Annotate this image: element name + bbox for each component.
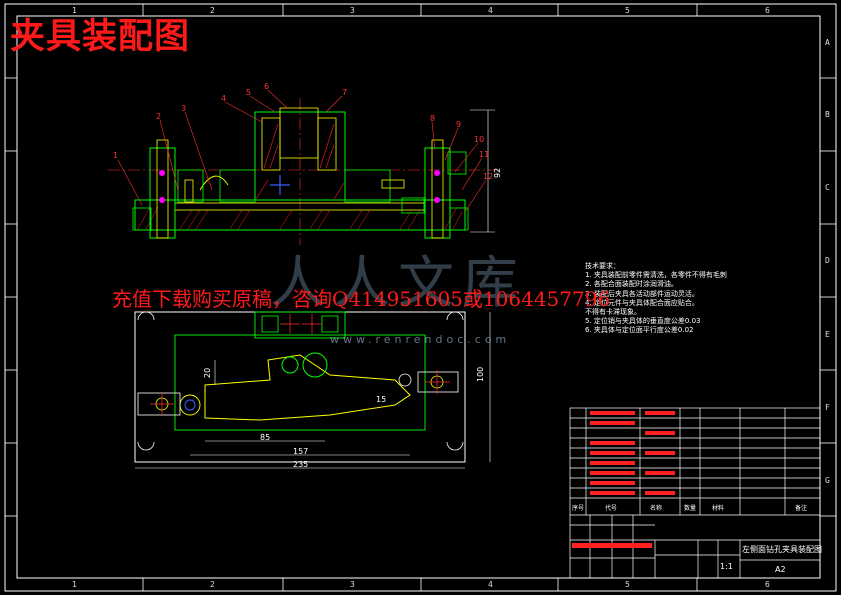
notes-item-2: 2. 各配合面装配时涂润滑油。 [585, 280, 678, 289]
bom-header-no: 序号 [572, 505, 585, 512]
part-number-9: 9 [456, 120, 462, 129]
zone-col-1: 1 [72, 6, 77, 15]
zone-col-6-bottom: 6 [765, 580, 770, 589]
dimension-85: 85 [260, 433, 271, 442]
dimension-20: 20 [203, 367, 212, 378]
notes-item-7: 6. 夹具体与定位面平行度公差0.02 [585, 326, 694, 335]
technical-requirements: 技术要求： 1. 夹具装配前零件需清洗，各零件不得有毛刺 2. 各配合面装配时涂… [585, 262, 727, 336]
top-view [134, 311, 491, 469]
zone-row-b: B [825, 110, 830, 119]
zone-row-g: G [825, 476, 830, 485]
part-number-2: 2 [156, 112, 162, 121]
dimension-235: 235 [293, 460, 309, 469]
dimension-157: 157 [293, 447, 309, 456]
zone-row-f: F [825, 403, 830, 412]
notes-item-6: 5. 定位销与夹具体的垂直度公差0.03 [585, 317, 701, 326]
part-number-5: 5 [246, 88, 252, 97]
bom-header-name: 名称 [650, 505, 663, 512]
zone-col-3: 3 [350, 6, 355, 15]
zone-row-e: E [825, 330, 830, 339]
zone-col-2-bottom: 2 [210, 580, 215, 589]
drawing-name: 左侧面钻孔夹具装配图 [742, 545, 822, 554]
part-number-6: 6 [264, 82, 270, 91]
notes-item-5: 不得有卡滞现象。 [585, 308, 641, 317]
notes-heading: 技术要求： [585, 262, 620, 270]
zone-col-5: 5 [625, 6, 630, 15]
zone-row-a: A [825, 38, 830, 47]
part-number-1: 1 [113, 151, 119, 160]
part-number-3: 3 [181, 104, 187, 113]
notes-item-4: 4. 定位元件与夹具体配合面应贴合。 [585, 298, 699, 307]
part-number-4: 4 [221, 94, 227, 103]
zone-col-6: 6 [765, 6, 770, 15]
dimension-100: 100 [476, 366, 485, 382]
part-number-10: 10 [474, 135, 485, 144]
watermark-url: www.renrendoc.com [330, 333, 511, 346]
bom-header-remark: 备注 [795, 505, 808, 512]
zone-col-4-bottom: 4 [488, 580, 493, 589]
zone-col-4: 4 [488, 6, 493, 15]
sheet-size: A2 [775, 565, 786, 574]
zone-ticks [5, 4, 836, 591]
bom-entries [572, 411, 675, 548]
dimension-angle-15: 15 [376, 395, 387, 404]
zone-col-2: 2 [210, 6, 215, 15]
promo-banner: 充值下载购买原稿，咨询Q414951605或1064457796 [112, 287, 611, 311]
part-number-12: 12 [483, 172, 494, 181]
bom-header-code: 代号 [605, 505, 618, 512]
notes-item-1: 1. 夹具装配前零件需清洗，各零件不得有毛刺 [585, 271, 727, 280]
zone-col-1-bottom: 1 [72, 580, 77, 589]
part-number-8: 8 [430, 114, 436, 123]
watermark-chinese: 人人文库 [270, 251, 526, 316]
part-number-7: 7 [342, 88, 348, 97]
zone-col-5-bottom: 5 [625, 580, 630, 589]
outer-frame [4, 3, 837, 592]
scale: 1:1 [720, 562, 733, 571]
zone-col-3-bottom: 3 [350, 580, 355, 589]
part-number-11: 11 [479, 150, 490, 159]
bom-header-qty: 数量 [684, 505, 697, 512]
notes-item-3: 3. 装配后夹具各活动部件运动灵活。 [585, 289, 699, 298]
title-block-grid [569, 407, 821, 579]
front-view [108, 89, 500, 245]
drawing-title: 夹具装配图 [10, 17, 191, 57]
dimension-92: 92 [493, 167, 502, 178]
zone-row-c: C [825, 183, 830, 192]
zone-row-d: D [825, 256, 830, 265]
bom-header-material: 材料 [712, 505, 725, 512]
